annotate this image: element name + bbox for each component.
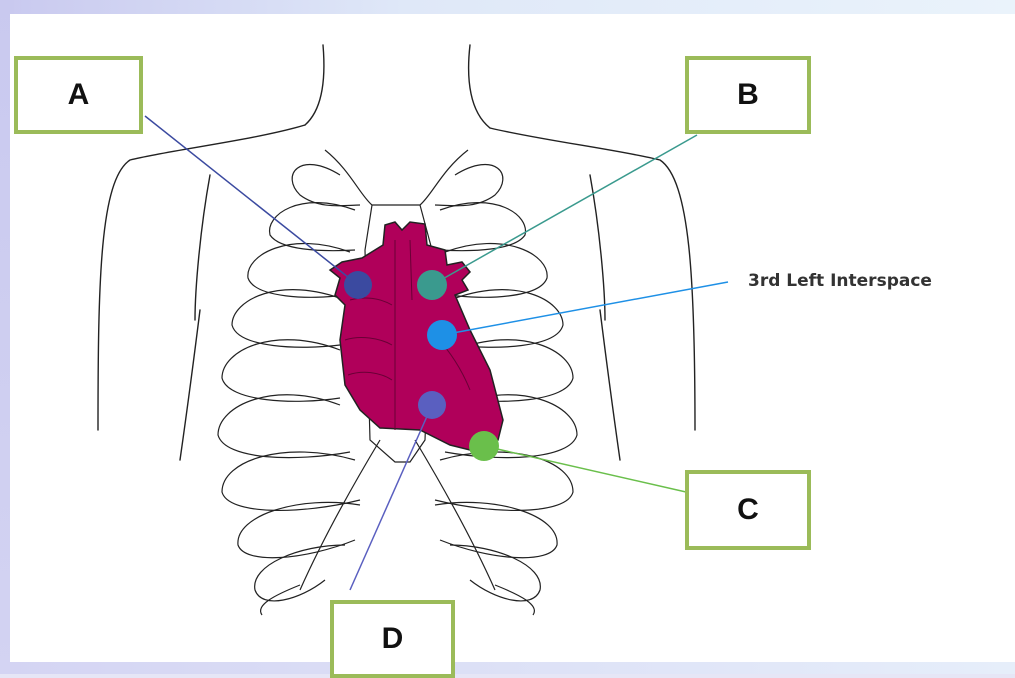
callout-3rd-left-interspace: 3rd Left Interspace (748, 271, 932, 291)
label-d-text: D (382, 622, 404, 656)
label-box-c: C (685, 470, 811, 550)
point-interspace (427, 320, 457, 350)
leader-c (484, 446, 686, 492)
point-d (418, 391, 446, 419)
label-b-text: B (737, 78, 759, 112)
leader-interspace (442, 282, 728, 335)
point-a (344, 271, 372, 299)
point-c (469, 431, 499, 461)
label-box-a: A (14, 56, 143, 134)
label-a-text: A (68, 78, 90, 112)
heart (330, 222, 503, 450)
label-box-d: D (330, 600, 455, 678)
leader-d (350, 405, 432, 590)
point-b (417, 270, 447, 300)
leader-b (432, 135, 697, 285)
label-box-b: B (685, 56, 811, 134)
label-c-text: C (737, 493, 759, 527)
leader-a (145, 116, 358, 285)
